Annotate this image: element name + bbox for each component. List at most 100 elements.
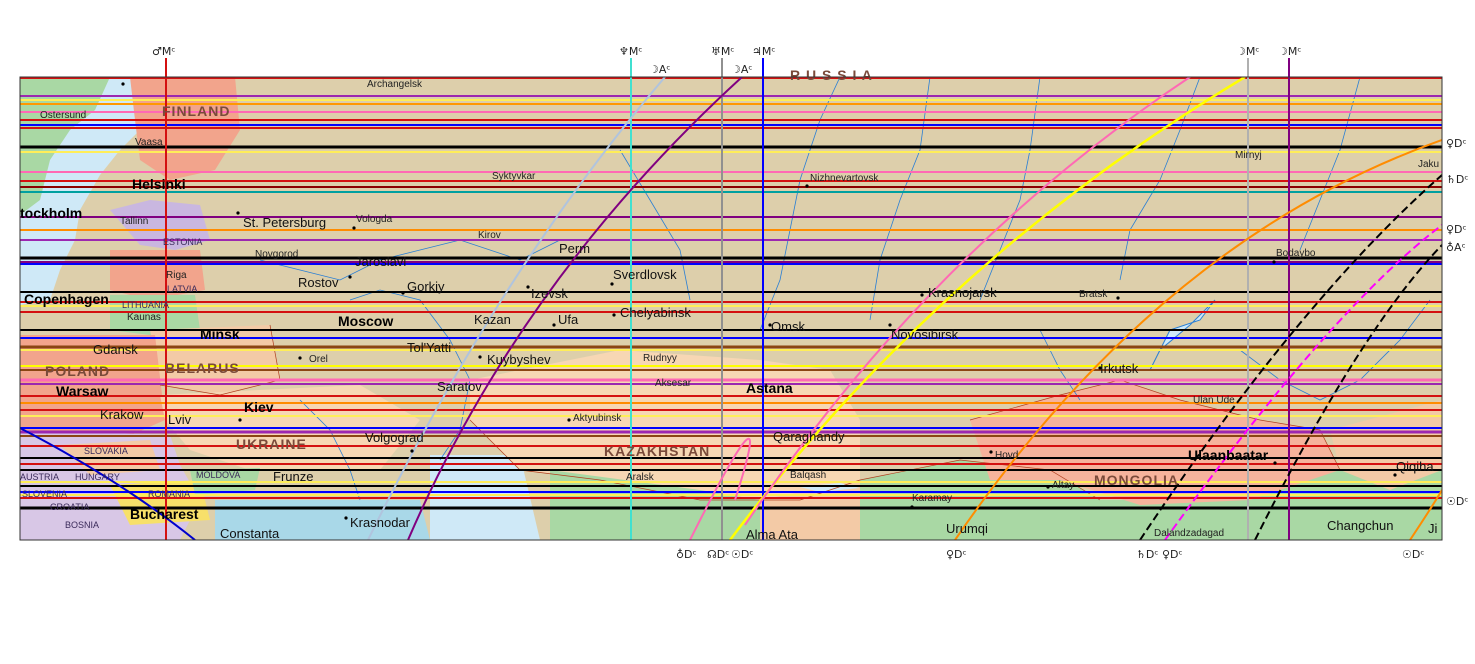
- black-sea: [215, 500, 430, 540]
- city-ulaanbaatar: Ulaanbaatar: [1188, 447, 1269, 463]
- curve-black-dash: [1139, 174, 1442, 540]
- city-jilin: Ji: [1428, 521, 1438, 536]
- city-novosibirsk: Novosibirsk: [891, 327, 959, 342]
- map-frame: [19, 76, 1443, 541]
- city-warsaw: Warsaw: [56, 383, 109, 399]
- country-slovakia: SLOVAKIA: [84, 446, 128, 456]
- city-urumqi: Urumqi: [946, 521, 988, 536]
- country-slovenia: SLOVENIA: [22, 489, 67, 499]
- sun-dc-label-2: ☉Dᶜ: [1402, 548, 1424, 561]
- curve-orange-2: [1409, 489, 1442, 540]
- bottom-labels: ♁Dᶜ ☊Dᶜ ☉Dᶜ ♀Dᶜ ♄Dᶜ ♀Dᶜ ☉Dᶜ: [676, 548, 1424, 561]
- city-aralsk: Aralsk: [626, 472, 655, 483]
- city-dalandzadgad: Dalandzadagad: [1154, 528, 1224, 539]
- saturn-dc-right-label: ♄Dᶜ: [1446, 173, 1468, 186]
- city-gdansk: Gdansk: [93, 342, 138, 357]
- uranus-mc-label: ♅Mᶜ: [711, 45, 734, 58]
- china-land: [860, 440, 1442, 540]
- central-asia-land: [550, 470, 760, 540]
- venus-dc-label-2: ♀Dᶜ: [1162, 548, 1183, 561]
- country-croatia: CROATIA: [50, 502, 89, 512]
- city-ostersund: Ostersund: [40, 110, 86, 121]
- city-perm: Perm: [559, 241, 590, 256]
- city-qaraghandy: Qaraghandy: [773, 429, 845, 444]
- city-copenhagen: Copenhagen: [24, 291, 109, 307]
- city-jaku: Jaku: [1418, 159, 1439, 170]
- city-bodaybo: Bodaybo: [1276, 248, 1316, 259]
- city-kazan: Kazan: [474, 312, 511, 327]
- country-hungary: HUNGARY: [75, 472, 120, 482]
- right-labels: ♀Dᶜ ♄Dᶜ ♀Dᶜ ♁Aᶜ ☉Dᶜ: [1446, 137, 1468, 508]
- city-volgograd: Volgograd: [365, 430, 424, 445]
- city-moscow: Moscow: [338, 313, 393, 329]
- city-krasnodar: Krasnodar: [350, 515, 411, 530]
- city-krasnojarsk: Krasnojarsk: [928, 285, 997, 300]
- horizontal-lines: [20, 77, 1442, 510]
- city-karamay: Karamay: [912, 493, 952, 504]
- curve-orange: [954, 139, 1442, 540]
- city-hovd: Hovd: [995, 450, 1018, 461]
- city-constanta: Constanta: [220, 526, 280, 541]
- belarus-land: [150, 325, 280, 395]
- earth-dc-label: ♁Dᶜ: [676, 548, 697, 561]
- city-aksesar: Aksesar: [655, 378, 692, 389]
- moon-mc-label: ☽Mᶜ: [1236, 45, 1259, 58]
- moon-mc-label-2: ☽Mᶜ: [1278, 45, 1301, 58]
- country-kazakhstan: KAZAKHSTAN: [604, 443, 710, 459]
- city-lviv: Lviv: [168, 412, 192, 427]
- jupiter-mc-label: ♃Mᶜ: [752, 45, 775, 58]
- city-ulan-ude: Ulan Ude: [1193, 395, 1235, 406]
- city-irkutsk: Irkutsk: [1100, 361, 1139, 376]
- poland-land: [20, 335, 165, 440]
- mars-mc-label: ♂Mᶜ: [152, 45, 175, 58]
- venus-dc-right-label: ♀Dᶜ: [1446, 137, 1467, 150]
- node-dc-label: ☊Dᶜ: [707, 548, 729, 561]
- city-stockholm: tockholm: [20, 205, 82, 221]
- city-sverdlovsk: Sverdlovsk: [613, 267, 677, 282]
- city-helsinki: Helsinki: [132, 176, 186, 192]
- city-frunze: Frunze: [273, 469, 313, 484]
- curve-purple: [407, 77, 743, 540]
- curve-lightblue: [367, 77, 666, 540]
- city-omsk: Omsk: [771, 319, 805, 334]
- city-archangelsk: Archangelsk: [367, 79, 423, 90]
- city-rudnyy: Rudnyy: [643, 353, 677, 364]
- city-izevsk: Izevsk: [531, 286, 568, 301]
- venus-dc-label: ♀Dᶜ: [946, 548, 967, 561]
- sun-dc-right-label: ☉Dᶜ: [1446, 495, 1468, 508]
- country-belarus: BELARUS: [165, 360, 240, 376]
- city-riga: Riga: [166, 270, 187, 281]
- city-minsk: Minsk: [200, 326, 240, 342]
- city-changchun: Changchun: [1327, 518, 1394, 533]
- country-romania: ROMANIA: [148, 489, 190, 499]
- country-bosnia: BOSNIA: [65, 520, 99, 530]
- country-moldova: MOLDOVA: [196, 470, 240, 480]
- curve-pink: [744, 77, 1191, 526]
- city-saratov: Saratov: [437, 379, 482, 394]
- country-labels: FINLAND ESTONIA LATVIA LITHUANIA BELARUS…: [20, 67, 1179, 530]
- city-tolyatti: Tol'Yatti: [407, 340, 451, 355]
- city-aktyubinsk: Aktyubinsk: [573, 413, 622, 424]
- city-jaroslavl: Jaroslavl: [355, 254, 406, 269]
- city-krakow: Krakow: [100, 407, 144, 422]
- city-qiqihar: Qiqiha: [1396, 459, 1434, 474]
- city-chelyabinsk: Chelyabinsk: [620, 305, 691, 320]
- city-vaasa: Vaasa: [135, 137, 163, 148]
- city-gorkiy: Gorkiy: [407, 279, 445, 294]
- city-st-petersburg: St. Petersburg: [243, 215, 326, 230]
- city-kirov: Kirov: [478, 230, 501, 241]
- city-kiev: Kiev: [244, 399, 274, 415]
- city-labels: Archangelsk Ostersund Vaasa Helsinki toc…: [20, 79, 1439, 542]
- city-alma-ata: Alma Ata: [746, 527, 799, 542]
- neptune-mc-label: ♆Mᶜ: [619, 45, 642, 58]
- country-austria: AUSTRIA: [20, 472, 59, 482]
- moon-ac-label-2: ☽Aᶜ: [731, 63, 752, 76]
- city-orel: Orel: [309, 354, 328, 365]
- city-syktyvkar: Syktyvkar: [492, 171, 536, 182]
- saturn-dc-label: ♄Dᶜ: [1136, 548, 1158, 561]
- city-bucharest: Bucharest: [130, 506, 199, 522]
- city-altay: Altay: [1052, 480, 1074, 491]
- country-mongolia: MONGOLIA: [1094, 472, 1179, 488]
